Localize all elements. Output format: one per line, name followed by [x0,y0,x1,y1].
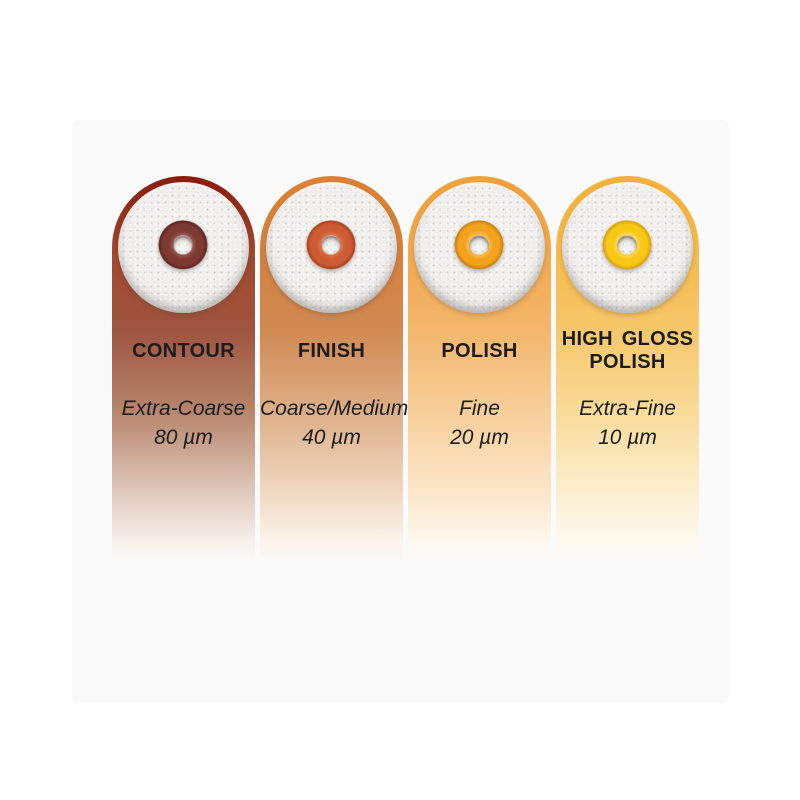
step-label: POLISH [441,339,518,362]
step-column-finish: FINISH Coarse/Medium 40 µm [260,176,409,562]
grit-name: Extra-Coarse [121,397,246,420]
step-label: FINISH [297,339,366,362]
grit-name: Coarse/Medium [260,397,409,420]
disc-center-ring [304,220,358,274]
step-label: CONTOUR [132,339,235,362]
disc-center-ring [452,220,506,274]
disc-center-ring [600,220,654,274]
step-label: HIGH GLOSS POLISH [561,328,694,373]
polishing-disc-photo [562,182,693,313]
particle-size: 40 µm [302,426,361,449]
disc-hub-hole [617,236,637,256]
particle-size: 80 µm [154,426,213,449]
polishing-disc-photo [118,182,249,313]
particle-size: 10 µm [598,426,657,449]
polishing-disc-photo [414,182,545,313]
disc-hub-hole [173,236,193,256]
step-column-polish: POLISH Fine 20 µm [408,176,551,562]
polishing-disc-photo [266,182,397,313]
disc-center-ring [156,220,210,274]
disc-hub-hole [321,236,341,256]
grit-name: Extra-Fine [579,397,676,420]
step-column-contour: CONTOUR Extra-Coarse 80 µm [112,176,255,562]
disc-hub-hole [469,236,489,256]
grit-name: Fine [459,397,500,420]
step-column-high-gloss-polish: HIGH GLOSS POLISH Extra-Fine 10 µm [556,176,699,562]
particle-size: 20 µm [450,426,509,449]
